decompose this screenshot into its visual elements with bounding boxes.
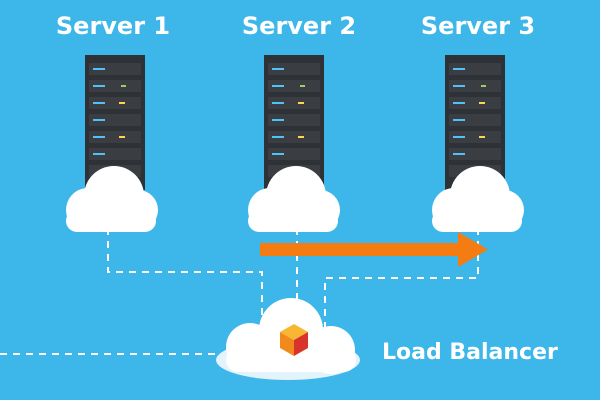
server-2-label: Server 2 [241, 12, 357, 40]
connector-server-1 [107, 228, 263, 332]
load-balancer-label: Load Balancer [382, 340, 558, 365]
server-3-label: Server 3 [420, 12, 536, 40]
load-balancer-cloud [216, 298, 360, 380]
cloud-icon [248, 166, 340, 232]
cube-icon [280, 324, 308, 356]
server-1-label: Server 1 [55, 12, 171, 40]
arrow-right-icon [260, 232, 488, 267]
